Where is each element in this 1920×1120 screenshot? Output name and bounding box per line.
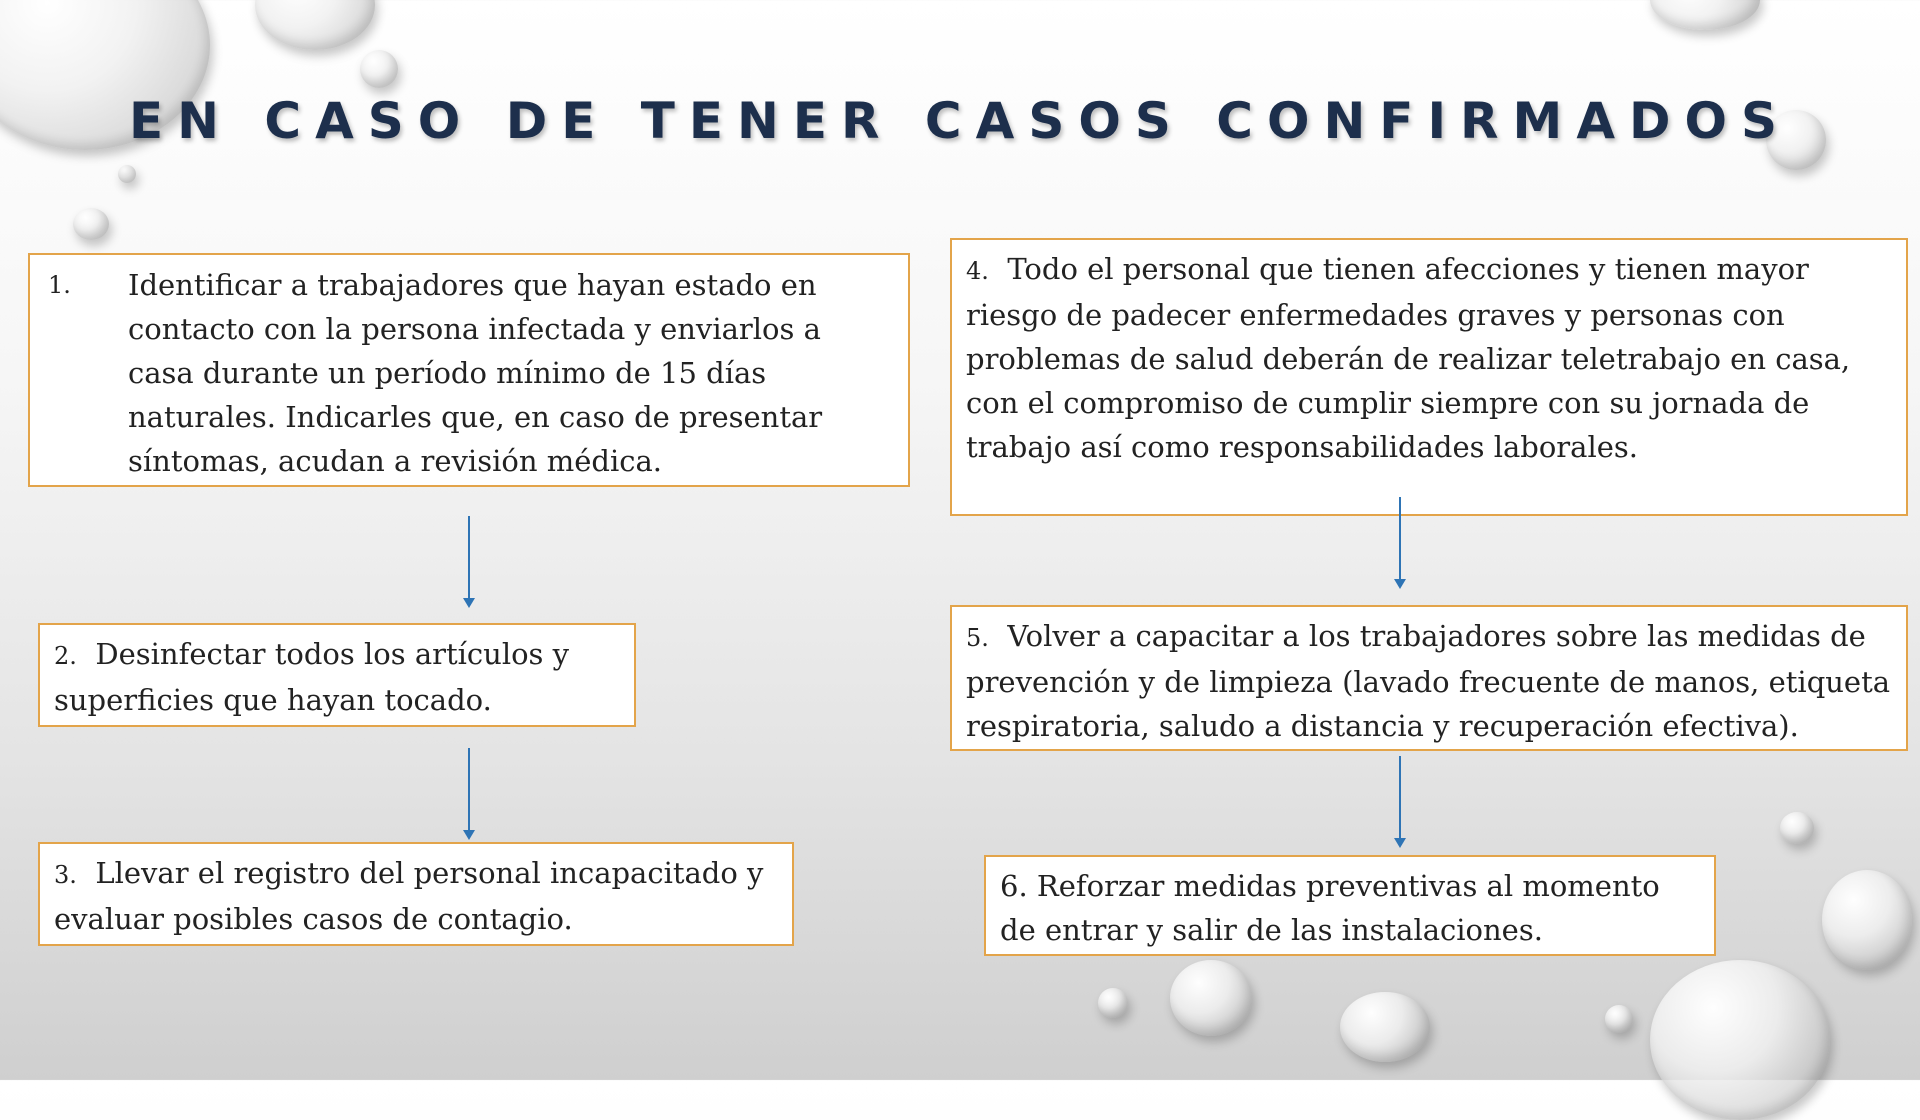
step-text: Volver a capacitar a los trabajadores so…: [966, 619, 1891, 743]
step-box-1: 1. Identificar a trabajadores que hayan …: [28, 253, 910, 487]
water-drop-decoration: [1780, 812, 1814, 844]
water-drop-decoration: [1650, 0, 1760, 30]
step-text: Identificar a trabajadores que hayan est…: [128, 268, 823, 478]
step-number: 5.: [966, 624, 989, 652]
step-text: Reforzar medidas preventivas al momento …: [1000, 869, 1660, 947]
water-drop-decoration: [1822, 870, 1912, 970]
water-drop-decoration: [118, 165, 136, 183]
water-drop-decoration: [73, 208, 109, 240]
arrow-down-icon: [1394, 497, 1406, 589]
water-drop-decoration: [1098, 988, 1128, 1018]
step-text: Todo el personal que tienen afecciones y…: [966, 252, 1851, 464]
water-drop-decoration: [360, 50, 398, 88]
step-number: 3.: [54, 861, 77, 889]
step-box-4: 4. Todo el personal que tienen afeccione…: [950, 238, 1908, 516]
step-text: Llevar el registro del personal incapaci…: [54, 856, 764, 936]
step-number: 4.: [966, 257, 989, 285]
arrow-down-icon: [463, 748, 475, 840]
step-box-5: 5. Volver a capacitar a los trabajadores…: [950, 605, 1908, 751]
water-drop-decoration: [1170, 960, 1252, 1036]
water-drop-decoration: [1650, 960, 1830, 1120]
step-box-2: 2. Desinfectar todos los artículos y sup…: [38, 623, 636, 727]
step-box-6: 6. Reforzar medidas preventivas al momen…: [984, 855, 1716, 956]
step-number: 6.: [1000, 869, 1028, 903]
step-number: 2.: [54, 642, 77, 670]
arrow-down-icon: [463, 516, 475, 608]
water-drop-decoration: [255, 0, 375, 50]
slide-title: EN CASO DE TENER CASOS CONFIRMADOS: [128, 92, 1792, 150]
step-box-3: 3. Llevar el registro del personal incap…: [38, 842, 794, 946]
water-drop-decoration: [1766, 110, 1826, 170]
water-drop-decoration: [1340, 992, 1430, 1062]
step-number: 1.: [48, 271, 71, 299]
step-text: Desinfectar todos los artículos y superf…: [54, 637, 570, 717]
water-drop-decoration: [1605, 1005, 1633, 1033]
arrow-down-icon: [1394, 756, 1406, 848]
